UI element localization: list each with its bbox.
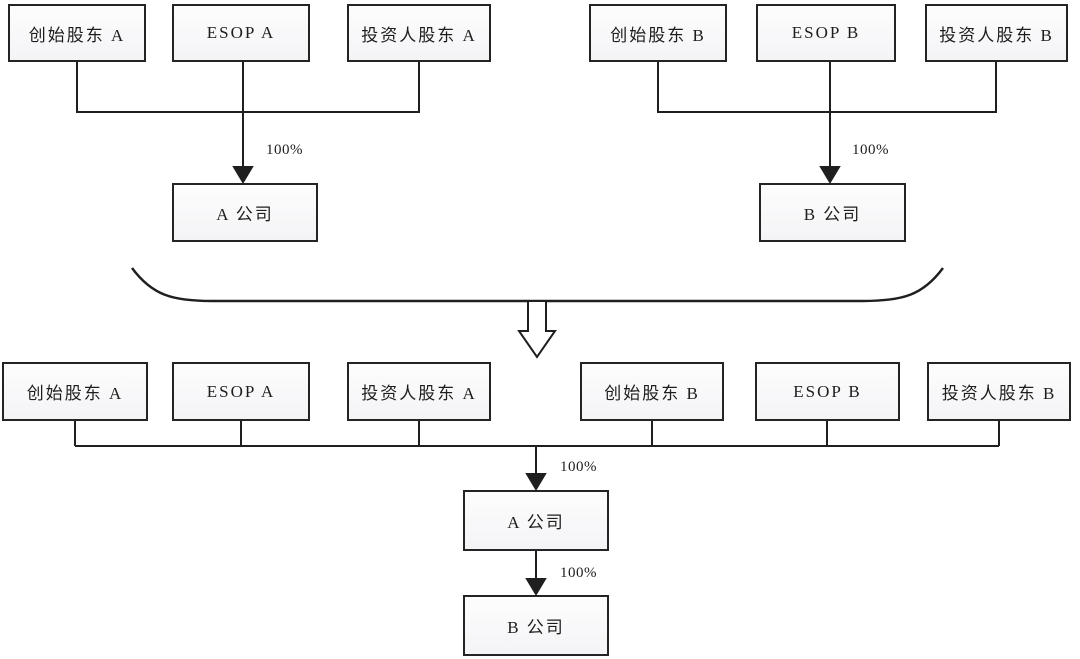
node-bottom-company-b: B 公司 — [463, 595, 609, 656]
merge-arrow — [517, 302, 557, 359]
top-group-a-arrowhead — [232, 166, 254, 184]
node-top-founder-a: 创始股东 A — [8, 4, 146, 62]
node-top-esop-b: ESOP B — [756, 4, 896, 62]
node-bottom-esop-b: ESOP B — [755, 362, 900, 421]
bottom-center-arrowhead — [525, 473, 547, 491]
top-group-b-rail — [657, 62, 997, 113]
top-group-b-connector — [657, 61, 997, 184]
node-top-founder-b: 创始股东 B — [589, 4, 727, 62]
node-bottom-investor-a: 投资人股东 A — [347, 362, 491, 421]
node-top-investor-b: 投资人股东 B — [925, 4, 1068, 62]
node-bottom-founder-b: 创始股东 B — [580, 362, 724, 421]
node-top-esop-a: ESOP A — [172, 4, 310, 62]
bottom-rail-connector — [74, 421, 1000, 491]
ownership-label-bottom-b: 100% — [560, 565, 597, 581]
node-bottom-esop-a: ESOP A — [172, 362, 310, 421]
top-group-a-connector — [76, 61, 420, 184]
node-top-company-a: A 公司 — [172, 183, 318, 242]
ownership-label-top-b: 100% — [852, 142, 889, 158]
top-group-b-arrowhead — [819, 166, 841, 184]
brace-curve — [131, 267, 944, 303]
node-bottom-investor-b: 投资人股东 B — [927, 362, 1071, 421]
a-to-b-arrowhead — [525, 578, 547, 596]
node-bottom-company-a: A 公司 — [463, 490, 609, 551]
node-bottom-founder-a: 创始股东 A — [2, 362, 148, 421]
top-group-a-rail — [76, 62, 420, 113]
ownership-label-bottom-a: 100% — [560, 459, 597, 475]
node-top-investor-a: 投资人股东 A — [347, 4, 491, 62]
ownership-label-top-a: 100% — [266, 142, 303, 158]
node-top-company-b: B 公司 — [759, 183, 906, 242]
company-a-to-b-connector — [525, 551, 547, 596]
